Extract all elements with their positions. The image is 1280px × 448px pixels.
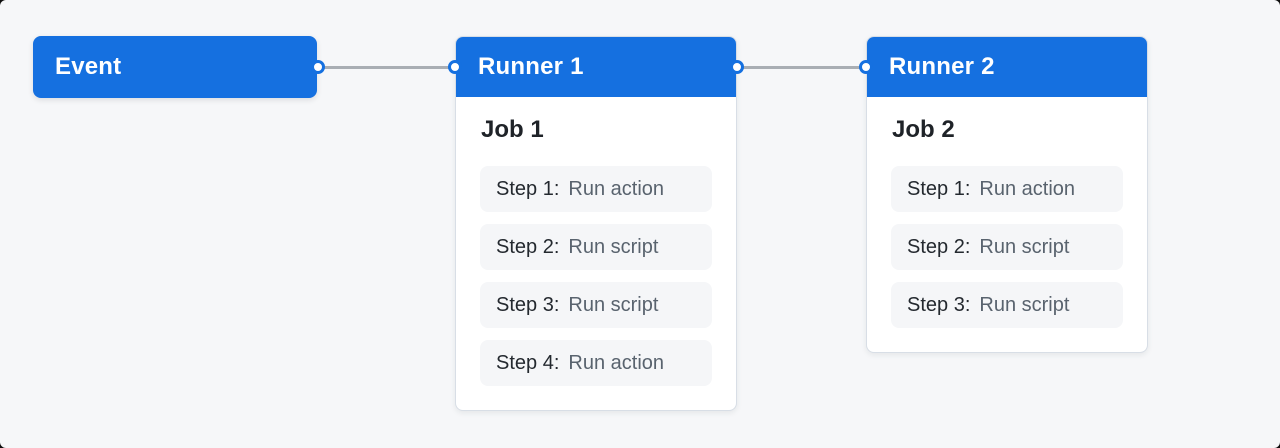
runner1-title: Runner 1 (478, 52, 584, 80)
runner2-header: Runner 2 (867, 37, 1147, 97)
connector-dot-runner2-in (859, 60, 873, 74)
connector-dot-runner1-in (448, 60, 462, 74)
connector-line-runner1-runner2 (737, 66, 866, 69)
runner2-card: Runner 2 Job 2 Step 1: Run action Step 2… (866, 36, 1148, 353)
step-label: Step 2: (907, 235, 971, 258)
step-label: Step 3: (907, 293, 971, 316)
job2-step-row: Step 2: Run script (891, 224, 1123, 270)
runner2-title: Runner 2 (889, 52, 995, 80)
runner2-body: Job 2 Step 1: Run action Step 2: Run scr… (867, 97, 1147, 352)
step-label: Step 1: (907, 177, 971, 200)
runner1-body: Job 1 Step 1: Run action Step 2: Run scr… (456, 97, 736, 410)
job1-step-row: Step 4: Run action (480, 340, 712, 386)
job2-title: Job 2 (892, 116, 955, 143)
step-action: Run script (568, 293, 659, 316)
job2-step-row: Step 1: Run action (891, 166, 1123, 212)
step-action: Run script (979, 293, 1070, 316)
step-label: Step 1: (496, 177, 560, 200)
job1-step-row: Step 1: Run action (480, 166, 712, 212)
connector-line-event-runner1 (318, 66, 455, 69)
step-action: Run action (568, 351, 665, 374)
connector-dot-runner1-out (730, 60, 744, 74)
job1-step-row: Step 3: Run script (480, 282, 712, 328)
job1-step-row: Step 2: Run script (480, 224, 712, 270)
runner1-card: Runner 1 Job 1 Step 1: Run action Step 2… (455, 36, 737, 411)
step-action: Run script (979, 235, 1070, 258)
event-node-title: Event (55, 53, 122, 80)
step-action: Run script (568, 235, 659, 258)
step-action: Run action (979, 177, 1076, 200)
step-label: Step 3: (496, 293, 560, 316)
connector-dot-event-out (311, 60, 325, 74)
step-label: Step 4: (496, 351, 560, 374)
job1-title: Job 1 (481, 116, 544, 143)
step-action: Run action (568, 177, 665, 200)
runner1-header: Runner 1 (456, 37, 736, 97)
job2-step-row: Step 3: Run script (891, 282, 1123, 328)
step-label: Step 2: (496, 235, 560, 258)
event-node: Event (33, 36, 317, 98)
